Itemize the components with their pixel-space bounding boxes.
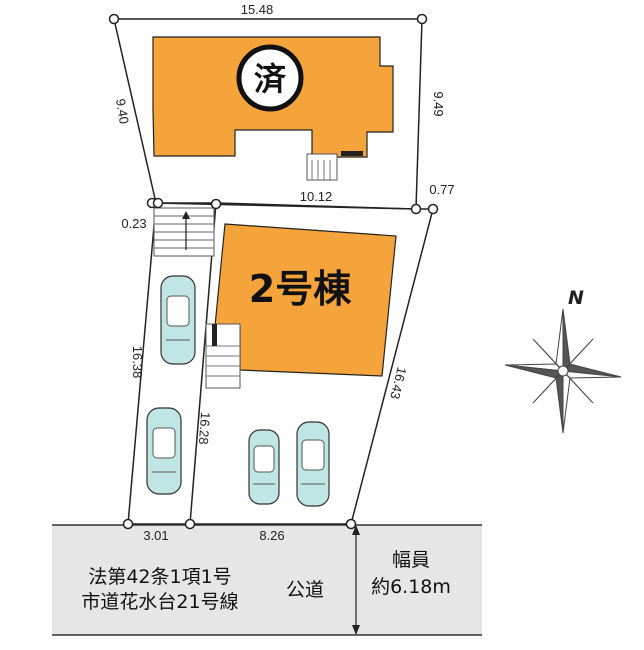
building-2-label: 2号棟 <box>249 267 352 311</box>
dim-middle: 10.12 <box>300 189 333 204</box>
road-width-value: 約6.18m <box>371 576 451 598</box>
dim-front-lot: 8.26 <box>259 528 284 543</box>
road-law-label: 法第42条1項1号 <box>88 566 231 588</box>
road-width-label: 幅員 <box>392 549 430 571</box>
existing-mark: 済 <box>236 44 304 112</box>
car-parking-3 <box>248 429 280 505</box>
car-parking-4 <box>296 421 330 507</box>
boundary-markers <box>108 13 439 530</box>
boundary-marker <box>210 198 222 210</box>
driveway-stairs <box>153 207 215 257</box>
dim-left-upper: 9.40 <box>113 98 132 125</box>
dim-front-drive: 3.01 <box>143 528 168 543</box>
building-2-entrance <box>205 323 241 389</box>
boundary-marker <box>416 13 428 25</box>
boundary-marker <box>108 13 120 25</box>
road-width-arrow <box>352 525 360 635</box>
boundary-marker <box>410 203 422 215</box>
dim-drive-right: 16.28 <box>196 412 213 446</box>
lower-lot-boundary <box>127 202 434 525</box>
boundary-marker <box>345 518 357 530</box>
existing-house-entrance <box>306 151 363 181</box>
compass-icon <box>504 308 622 434</box>
boundary-marker <box>122 518 134 530</box>
road-type-label: 公道 <box>286 579 324 601</box>
compass-north-label: N <box>568 287 584 309</box>
dim-right-upper: 9.49 <box>431 91 446 116</box>
road-name-label: 市道花水台21号線 <box>81 591 238 613</box>
dim-drive-left: 16.38 <box>130 346 145 379</box>
existing-mark-text: 済 <box>254 60 287 98</box>
dim-offset-right: 0.77 <box>429 182 454 197</box>
boundary-marker <box>184 518 196 530</box>
dim-top: 15.48 <box>241 2 274 17</box>
dim-offset-left: 0.23 <box>121 216 146 231</box>
car-parking-1 <box>160 275 196 365</box>
car-parking-2 <box>146 407 182 495</box>
boundary-marker <box>427 203 439 215</box>
public-road-area <box>52 525 482 635</box>
boundary-marker <box>152 197 164 209</box>
